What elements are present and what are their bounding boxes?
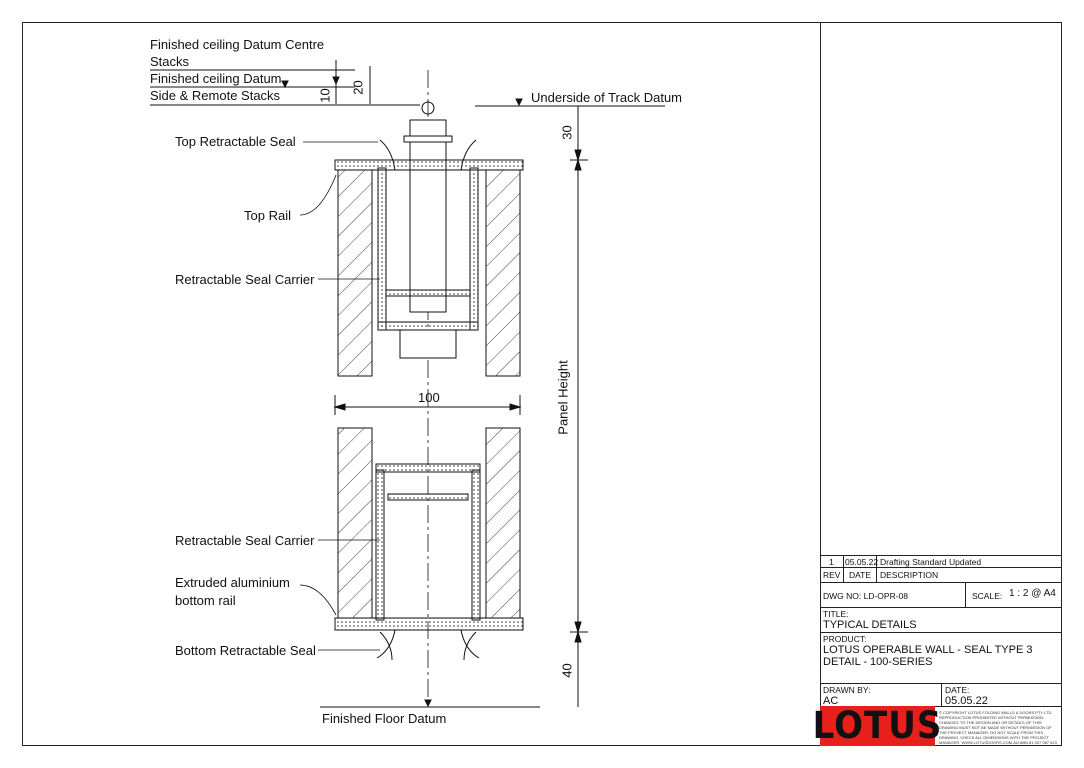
date-label: DATE: <box>945 685 970 695</box>
product-label: PRODUCT: <box>823 634 867 644</box>
drawing-frame <box>22 22 1062 746</box>
dim-30: 30 <box>559 125 575 140</box>
label-ceiling-datum-side-2: Side & Remote Stacks <box>150 88 281 103</box>
label-bottom-rail-2: bottom rail <box>175 593 236 608</box>
scale-value: 1 : 2 @ A4 <box>1009 588 1056 599</box>
label-ceiling-datum-centre: Finished ceiling Datum Centre <box>150 37 325 52</box>
rev-date: 05.05.22 <box>845 556 879 567</box>
dimension-lines <box>333 60 588 707</box>
label-bottom-seal: Bottom Retractable Seal <box>175 643 316 658</box>
date-value: 05.05.22 <box>945 695 988 707</box>
copyright-notice: © COPYRIGHT LOTUS FOLDING WALLS & DOORS … <box>939 710 1057 745</box>
rev-header: REV <box>820 568 844 582</box>
drawn-by-label: DRAWN BY: <box>820 684 942 706</box>
top-rail-assembly <box>334 101 524 377</box>
datum-lines <box>150 69 665 708</box>
label-carrier-top: Retractable Seal Carrier <box>175 272 315 287</box>
rev-number: 1 <box>820 556 844 567</box>
label-ceiling-datum-centre-2: Stacks <box>150 54 190 69</box>
section-drawing <box>150 60 665 708</box>
description-header: DESCRIPTION <box>880 570 939 580</box>
product-name: LOTUS OPERABLE WALL - SEAL TYPE 3 DETAIL… <box>823 644 1033 668</box>
scale-label: SCALE: <box>972 591 1003 601</box>
label-ceiling-datum-side: Finished ceiling Datum <box>150 71 282 86</box>
label-top-seal: Top Retractable Seal <box>175 134 296 149</box>
label-bottom-rail-1: Extruded aluminium <box>175 575 290 590</box>
dim-100: 100 <box>418 390 440 405</box>
rev-description: Drafting Standard Updated <box>880 557 982 567</box>
title-label: TITLE: <box>823 609 849 619</box>
dim-40: 40 <box>559 663 575 678</box>
bottom-rail-assembly <box>334 427 524 661</box>
label-top-rail: Top Rail <box>244 208 291 223</box>
date-header: DATE <box>844 568 877 582</box>
title-block: 1 05.05.22 Drafting Standard Updated REV… <box>812 555 1062 748</box>
dim-10: 10 <box>317 88 333 103</box>
leader-lines <box>299 141 380 651</box>
label-floor-datum: Finished Floor Datum <box>322 711 447 726</box>
lotus-logo: LOTUS <box>812 704 943 748</box>
label-carrier-bottom: Retractable Seal Carrier <box>175 533 315 548</box>
drawing-title: TYPICAL DETAILS <box>823 619 917 631</box>
drawn-by-value: AC <box>823 695 839 707</box>
label-panel-height: Panel Height <box>555 360 571 435</box>
drawing-number: DWG NO: LD-OPR-08 <box>820 583 966 607</box>
title-block-divider <box>820 22 821 746</box>
dim-20: 20 <box>350 80 366 95</box>
label-track-datum: Underside of Track Datum <box>531 90 683 105</box>
